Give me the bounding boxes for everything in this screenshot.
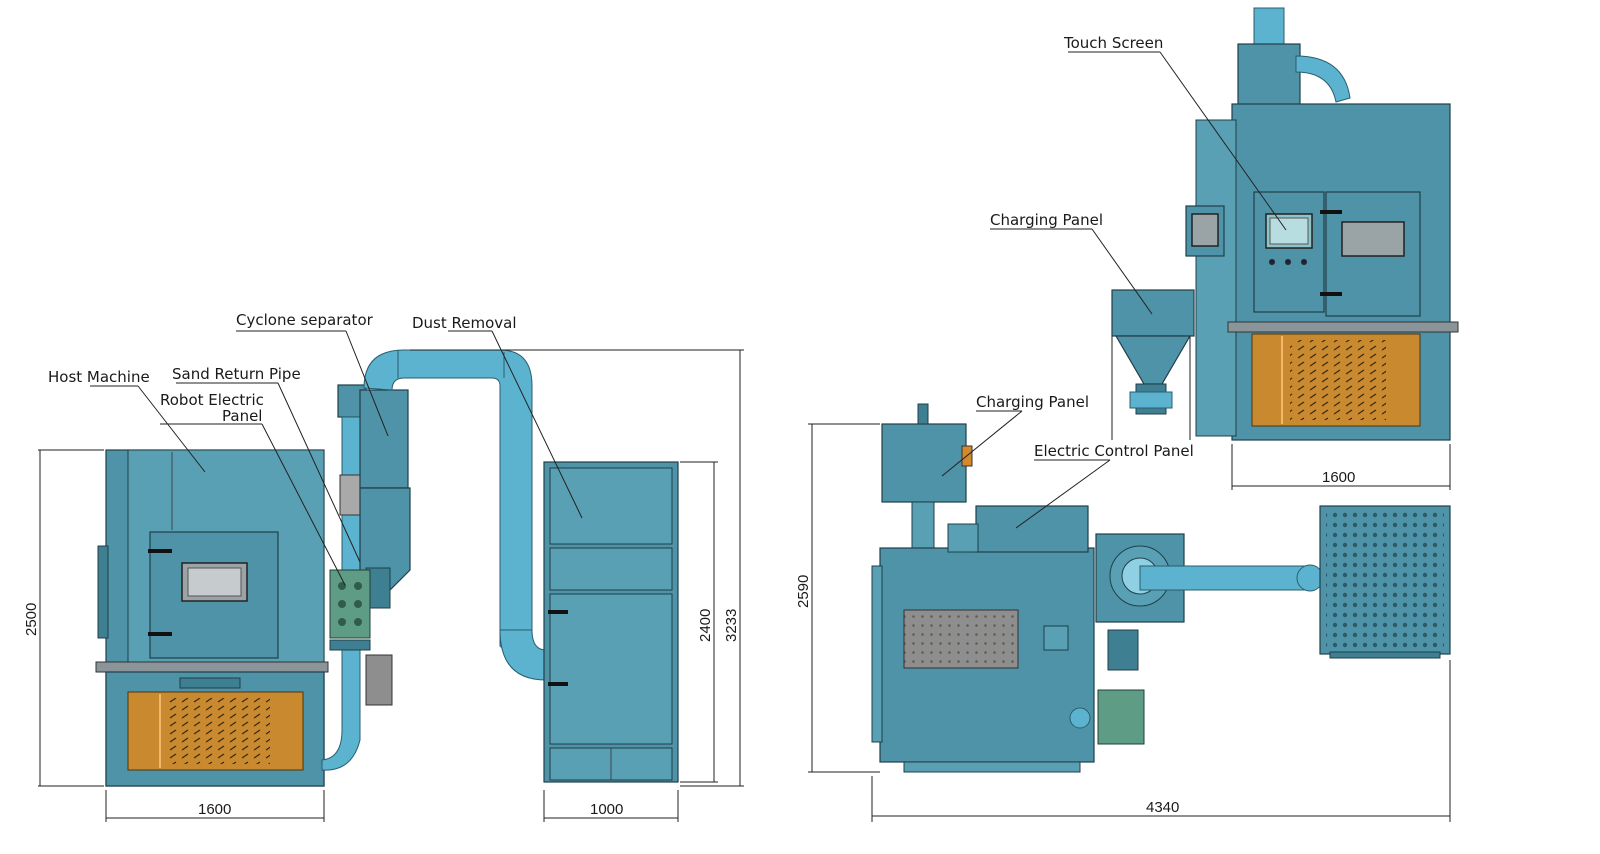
label-robot-electric-panel-1: Robot Electric (160, 391, 264, 409)
duct-pipe (363, 349, 547, 681)
dim-plan-length: 4340 (1146, 799, 1179, 816)
label-cyclone-separator: Cyclone separator (236, 311, 374, 329)
charging-panel-plan (881, 403, 973, 553)
callout-labels: Host Machine Sand Return Pipe Robot Elec… (48, 34, 1194, 460)
plan-view (808, 403, 1451, 822)
dust-removal-plan (1319, 505, 1451, 659)
host-plan (871, 547, 1095, 773)
dim-dust-height: 2400 (697, 609, 714, 642)
host-side (1185, 103, 1459, 441)
cyclone-top (1237, 7, 1351, 107)
host-machine (95, 449, 329, 787)
plan-dimensions (808, 423, 1451, 822)
label-touch-screen: Touch Screen (1063, 34, 1163, 52)
dim-total-height: 3233 (723, 609, 740, 642)
label-charging-panel-plan: Charging Panel (976, 393, 1089, 411)
dim-side-width: 1600 (1322, 469, 1355, 486)
label-electric-control-panel: Electric Control Panel (1034, 442, 1194, 460)
sand-return-pipe (321, 639, 393, 771)
dust-removal-unit (543, 461, 679, 783)
dim-front-height: 2500 (23, 603, 40, 636)
dim-front-width: 1600 (198, 801, 231, 818)
front-view (38, 349, 744, 822)
label-charging-panel-top: Charging Panel (990, 211, 1103, 229)
front-dimensions (38, 349, 744, 822)
leader-lines (90, 51, 1287, 586)
dimension-values: 1600 1000 1600 4340 2500 2400 3233 2590 (23, 469, 1355, 818)
dim-plan-depth: 2590 (795, 575, 812, 608)
touch-screen (1265, 213, 1313, 265)
label-host-machine: Host Machine (48, 368, 150, 386)
label-robot-electric-panel-2: Panel (222, 407, 262, 425)
charging-panel-top (1111, 289, 1195, 440)
side-view (1111, 7, 1459, 490)
electric-control-panel (947, 505, 1089, 553)
label-dust-removal: Dust Removal (412, 314, 517, 332)
dim-dust-width: 1000 (590, 801, 623, 818)
robot-electric-panel (329, 569, 371, 639)
side-dimensions (1231, 444, 1451, 490)
label-sand-return-pipe: Sand Return Pipe (172, 365, 301, 383)
plan-duct (1139, 564, 1324, 592)
